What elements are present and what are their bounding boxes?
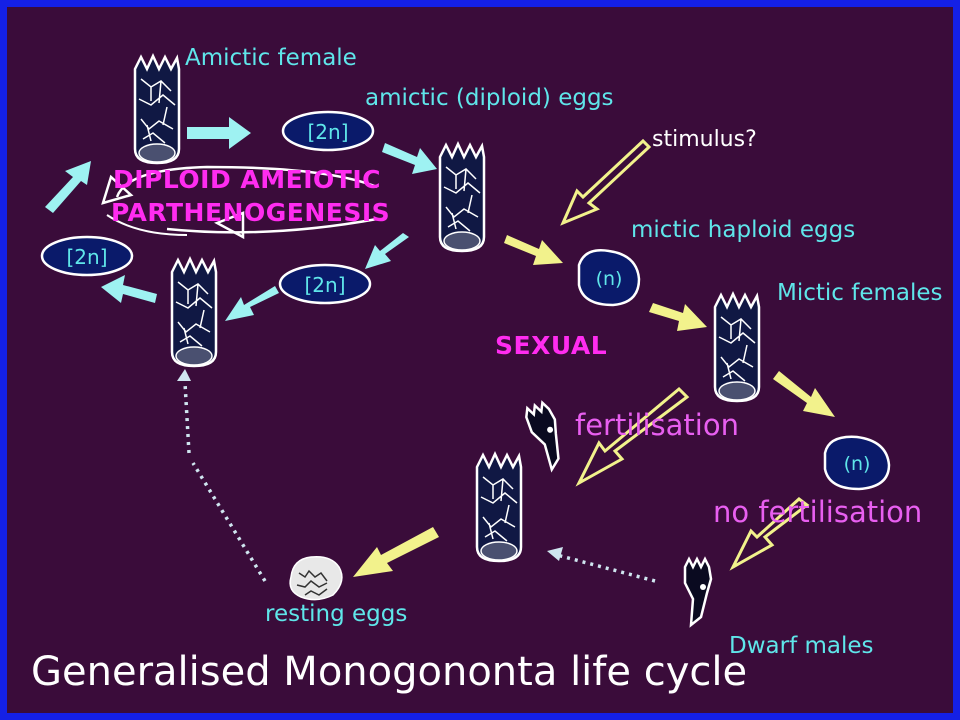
arrow-center-female-to-mictic-egg bbox=[504, 235, 563, 265]
diploid-egg-middle: [2n] bbox=[278, 263, 372, 305]
dwarf-male-figure bbox=[683, 557, 713, 627]
stimulus-arrow bbox=[560, 138, 652, 226]
arrow-mictic-female-to-unfertilised-egg bbox=[773, 371, 835, 417]
diploid-egg-left: [2n] bbox=[40, 235, 134, 277]
fertilised-female-figure bbox=[475, 452, 523, 563]
arrow-egg-to-amictic-female bbox=[45, 161, 91, 213]
diploid-parthenogenesis-line2: PARTHENOGENESIS bbox=[111, 198, 391, 227]
amictic-female-label: Amictic female bbox=[185, 45, 357, 71]
haploid-egg-unfertilised-label: (n) bbox=[844, 453, 871, 475]
life-cycle-diagram: [2n] [2n] [2n] (n) (n) bbox=[40, 54, 891, 627]
arrow-egg-to-center-female bbox=[382, 143, 437, 174]
diploid-egg-middle-label: [2n] bbox=[304, 273, 345, 297]
amictic-female-lower-figure bbox=[170, 257, 218, 368]
fertilisation-label: fertilisation bbox=[575, 408, 739, 442]
no-fertilisation-label: no fertilisation bbox=[713, 495, 923, 529]
amictic-eggs-label: amictic (diploid) eggs bbox=[365, 85, 614, 111]
arrow-female-to-resting-eggs bbox=[353, 527, 439, 577]
arrow-female-to-egg bbox=[187, 117, 251, 149]
haploid-egg-unfertilised: (n) bbox=[823, 435, 891, 491]
resting-egg-figure bbox=[289, 555, 343, 601]
dwarf-male-fertilising-figure bbox=[522, 399, 572, 473]
arrow-center-female-to-egg bbox=[365, 233, 409, 269]
stimulus-label: stimulus? bbox=[652, 127, 757, 152]
dotted-arrow-male-to-female bbox=[547, 547, 656, 583]
fertilisation-arrow bbox=[575, 386, 690, 487]
arrow-egg-to-lower-female bbox=[225, 286, 279, 321]
diploid-egg-top: [2n] bbox=[281, 110, 375, 152]
mictic-females-label: Mictic females bbox=[777, 280, 943, 306]
arrow-mictic-egg-to-mictic-female bbox=[649, 303, 707, 331]
diploid-egg-top-label: [2n] bbox=[307, 120, 348, 144]
amictic-female-center-figure bbox=[438, 142, 486, 253]
arrow-lower-female-to-egg bbox=[101, 275, 157, 303]
parthenogenesis-cycle-arrows bbox=[101, 165, 378, 240]
dotted-arrow-resting-to-female bbox=[177, 369, 267, 582]
haploid-egg-mictic: (n) bbox=[577, 249, 641, 307]
diploid-parthenogenesis-line1: DIPLOID AMEIOTIC bbox=[113, 165, 381, 194]
sexual-label: SEXUAL bbox=[495, 331, 608, 360]
mictic-haploid-eggs-label: mictic haploid eggs bbox=[631, 217, 856, 243]
mictic-female-figure bbox=[713, 292, 761, 403]
dwarf-males-label: Dwarf males bbox=[729, 633, 874, 659]
no-fertilisation-arrow bbox=[729, 497, 810, 571]
haploid-egg-mictic-label: (n) bbox=[596, 268, 623, 290]
diploid-egg-left-label: [2n] bbox=[66, 245, 107, 269]
diagram-caption: Generalised Monogononta life cycle bbox=[31, 649, 748, 695]
resting-eggs-label: resting eggs bbox=[265, 601, 408, 627]
amictic-female-figure bbox=[133, 54, 181, 165]
